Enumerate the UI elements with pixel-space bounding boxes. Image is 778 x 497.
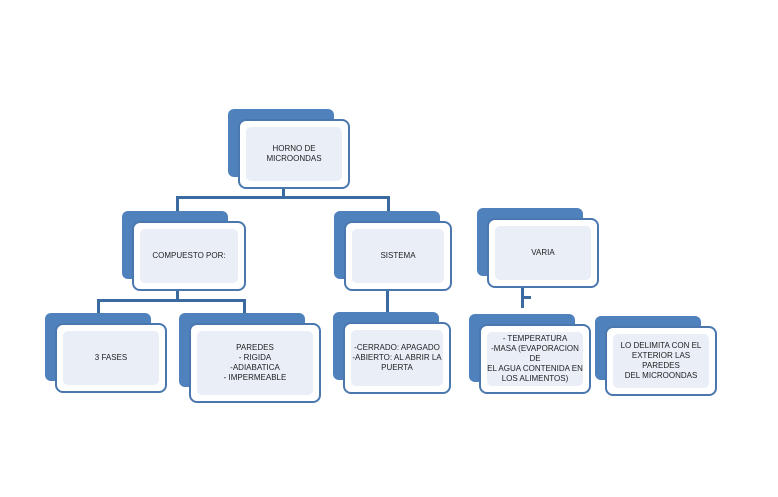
node-compuesto-por: COMPUESTO POR: — [122, 211, 248, 293]
connector-level2-bar — [97, 299, 245, 302]
node-compuesto-text: COMPUESTO POR: — [140, 229, 238, 283]
node-text-line: LOS ALIMENTOS) — [501, 374, 569, 383]
node-paredes: PAREDES- RIGIDA-ADIABATICA- IMPERMEABLE — [179, 313, 323, 405]
node-varia: VARIA — [477, 208, 601, 290]
node-text-line: HORNO DE MICROONDAS — [266, 144, 322, 163]
node-horno-text: HORNO DE MICROONDAS — [246, 127, 342, 181]
connector-to-compuesto — [176, 196, 179, 224]
connector-compuesto-down — [176, 288, 179, 300]
connector-to-fases — [97, 299, 100, 317]
node-text-line: -ABIERTO: AL ABRIR LA — [352, 353, 442, 362]
node-text-line: - IMPERMEABLE — [223, 373, 287, 382]
node-text-line: PAREDES — [236, 343, 274, 352]
connector-sistema-down — [386, 288, 389, 314]
node-3-fases: 3 FASES — [45, 313, 169, 395]
node-fases-text: 3 FASES — [63, 331, 159, 385]
connector-varia-bar — [521, 296, 531, 299]
connector-root-down — [282, 186, 285, 198]
connector-to-sistema — [387, 196, 390, 224]
node-text-line: -CERRADO: APAGADO — [354, 343, 440, 352]
node-text-line: DEL MICROONDAS — [624, 371, 698, 380]
node-text-line: EXTERIOR LAS PAREDES — [631, 351, 691, 370]
node-text-line: PUERTA — [381, 363, 413, 372]
node-text-line: -ADIABATICA — [230, 363, 280, 372]
node-text-line: EL AGUA CONTENIDA EN — [487, 364, 583, 373]
node-text-line: - TEMPERATURA — [502, 334, 568, 343]
node-sistema: SISTEMA — [334, 211, 454, 293]
node-text-line: 3 FASES — [94, 353, 128, 362]
node-horno-de-microondas: HORNO DE MICROONDAS — [228, 109, 352, 191]
node-paredes-text: PAREDES- RIGIDA-ADIABATICA- IMPERMEABLE — [197, 331, 313, 395]
connector-to-paredes — [243, 299, 246, 317]
node-text-line: - RIGIDA — [238, 353, 272, 362]
node-text-line: LO DELIMITA CON EL — [620, 341, 702, 350]
node-text-line: -MASA (EVAPORACION DE — [491, 344, 579, 363]
node-sistema-text: SISTEMA — [352, 229, 444, 283]
node-text-line: SISTEMA — [380, 251, 416, 260]
node-varia-text: VARIA — [495, 226, 591, 280]
node-text-line: COMPUESTO POR: — [152, 251, 226, 260]
connector-level1-bar — [176, 196, 390, 199]
node-text-line: VARIA — [531, 248, 555, 257]
